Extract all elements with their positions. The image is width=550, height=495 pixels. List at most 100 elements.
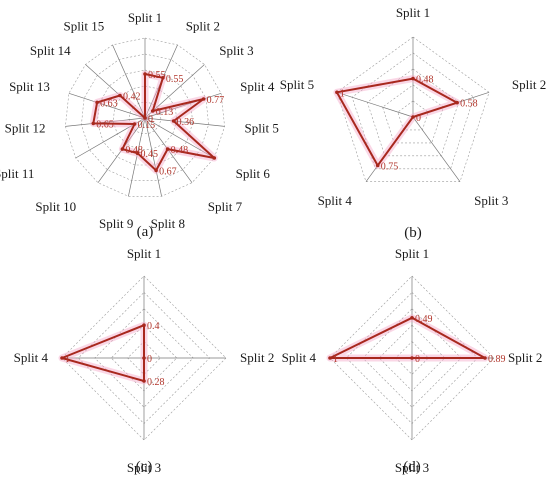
- axis-line: [144, 92, 222, 119]
- category-label: Split 4: [14, 350, 49, 365]
- panel-label: (b): [404, 225, 422, 241]
- category-label: Split 8: [151, 216, 185, 231]
- value-label: 1: [333, 354, 338, 365]
- grid-ring-5: [65, 37, 225, 197]
- value-label: 0.65: [96, 119, 114, 130]
- category-label: Split 4: [318, 193, 353, 208]
- value-label: 0: [415, 354, 420, 365]
- data-point: [171, 119, 176, 123]
- data-point: [142, 379, 146, 383]
- value-label: 0.49: [415, 314, 433, 325]
- series-line: [335, 77, 459, 167]
- value-label: 0.75: [381, 162, 399, 173]
- value-label: 0.28: [147, 377, 165, 388]
- category-label: Split 9: [99, 216, 133, 231]
- panel-label: (d): [403, 459, 421, 475]
- value-label: 0.48: [416, 75, 434, 86]
- data-point: [118, 93, 122, 98]
- category-label: Split 11: [0, 166, 34, 181]
- grid-ring-5: [329, 275, 495, 441]
- category-label: Split 1: [395, 246, 429, 261]
- grid-ring-4: [351, 52, 475, 170]
- axis-line: [65, 117, 146, 127]
- axis-line: [112, 44, 146, 119]
- value-label: 0.48: [171, 145, 189, 156]
- series-glow: [326, 314, 489, 362]
- value-label: 0.15: [138, 120, 156, 131]
- value-label: 0.89: [488, 354, 506, 365]
- category-label: Split 2: [512, 77, 546, 92]
- value-label: 0.45: [141, 149, 159, 160]
- value-label: 0: [147, 354, 152, 365]
- value-label: 0.36: [177, 117, 195, 128]
- grid-ring-1: [127, 341, 161, 375]
- data-point: [212, 156, 217, 160]
- category-label: Split 1: [396, 5, 430, 20]
- category-label: Split 3: [219, 43, 253, 58]
- grid-ring-1: [395, 341, 429, 375]
- category-label: Split 5: [245, 121, 279, 136]
- grid-ring-2: [382, 84, 444, 144]
- category-label: Split 10: [35, 199, 76, 214]
- grid-ring-2: [112, 85, 178, 150]
- category-label: Split 2: [508, 350, 542, 365]
- value-label: 0.63: [100, 98, 118, 109]
- series-line: [92, 73, 216, 172]
- data-point: [142, 356, 146, 360]
- category-label: Split 12: [5, 121, 46, 136]
- value-label: 1: [65, 354, 70, 365]
- grid-ring-4: [81, 53, 209, 181]
- data-point: [95, 100, 99, 105]
- category-label: Split 15: [63, 19, 104, 34]
- data-point: [201, 97, 206, 101]
- axis-line: [68, 92, 146, 119]
- category-label: Split 14: [30, 43, 71, 58]
- value-label: 0.42: [123, 92, 141, 103]
- radar-panel-4: 0.49 0.89 0 1 Split 1 Split 2 Split 3 Split 4 (d…: [282, 246, 543, 475]
- value-label: 0.48: [125, 145, 142, 156]
- data-point: [161, 76, 165, 80]
- data-point: [375, 163, 380, 168]
- data-point: [483, 356, 487, 360]
- value-label: 0.67: [159, 166, 177, 177]
- data-point: [142, 323, 146, 328]
- data-point: [455, 100, 459, 105]
- data-point: [91, 121, 96, 126]
- category-label: Split 3: [127, 460, 161, 475]
- category-label: Split 7: [208, 199, 243, 214]
- category-label: Split 1: [128, 10, 162, 25]
- value-label: 0.58: [460, 99, 478, 110]
- data-point: [411, 76, 415, 81]
- category-label: Split 2: [186, 19, 220, 34]
- data-point: [150, 109, 155, 113]
- panel-label: (a): [137, 224, 154, 240]
- category-label: Split 4: [240, 79, 275, 94]
- data-point: [410, 316, 414, 320]
- value-label: 0.77: [207, 95, 225, 106]
- category-label: Split 4: [282, 350, 317, 365]
- data-point: [120, 147, 125, 151]
- category-label: Split 3: [395, 460, 429, 475]
- data-point: [143, 72, 147, 76]
- value-label: 0: [148, 114, 153, 125]
- value-label: 0.4: [147, 321, 160, 332]
- axis-line: [144, 117, 162, 197]
- data-point: [328, 356, 332, 360]
- category-label: Split 6: [236, 166, 271, 181]
- axis-line: [128, 117, 146, 197]
- value-label: 0.13: [156, 107, 174, 118]
- grid-ring-3: [366, 68, 460, 157]
- axis-line: [144, 117, 215, 159]
- data-point: [135, 151, 140, 155]
- value-label: 0: [416, 113, 421, 124]
- grid-ring-3: [96, 69, 194, 166]
- axis-line: [412, 116, 461, 182]
- category-label: Split 5: [280, 77, 314, 92]
- data-point: [60, 356, 64, 360]
- axis-line: [144, 117, 225, 127]
- category-label: Split 13: [9, 79, 50, 94]
- data-point: [143, 116, 147, 120]
